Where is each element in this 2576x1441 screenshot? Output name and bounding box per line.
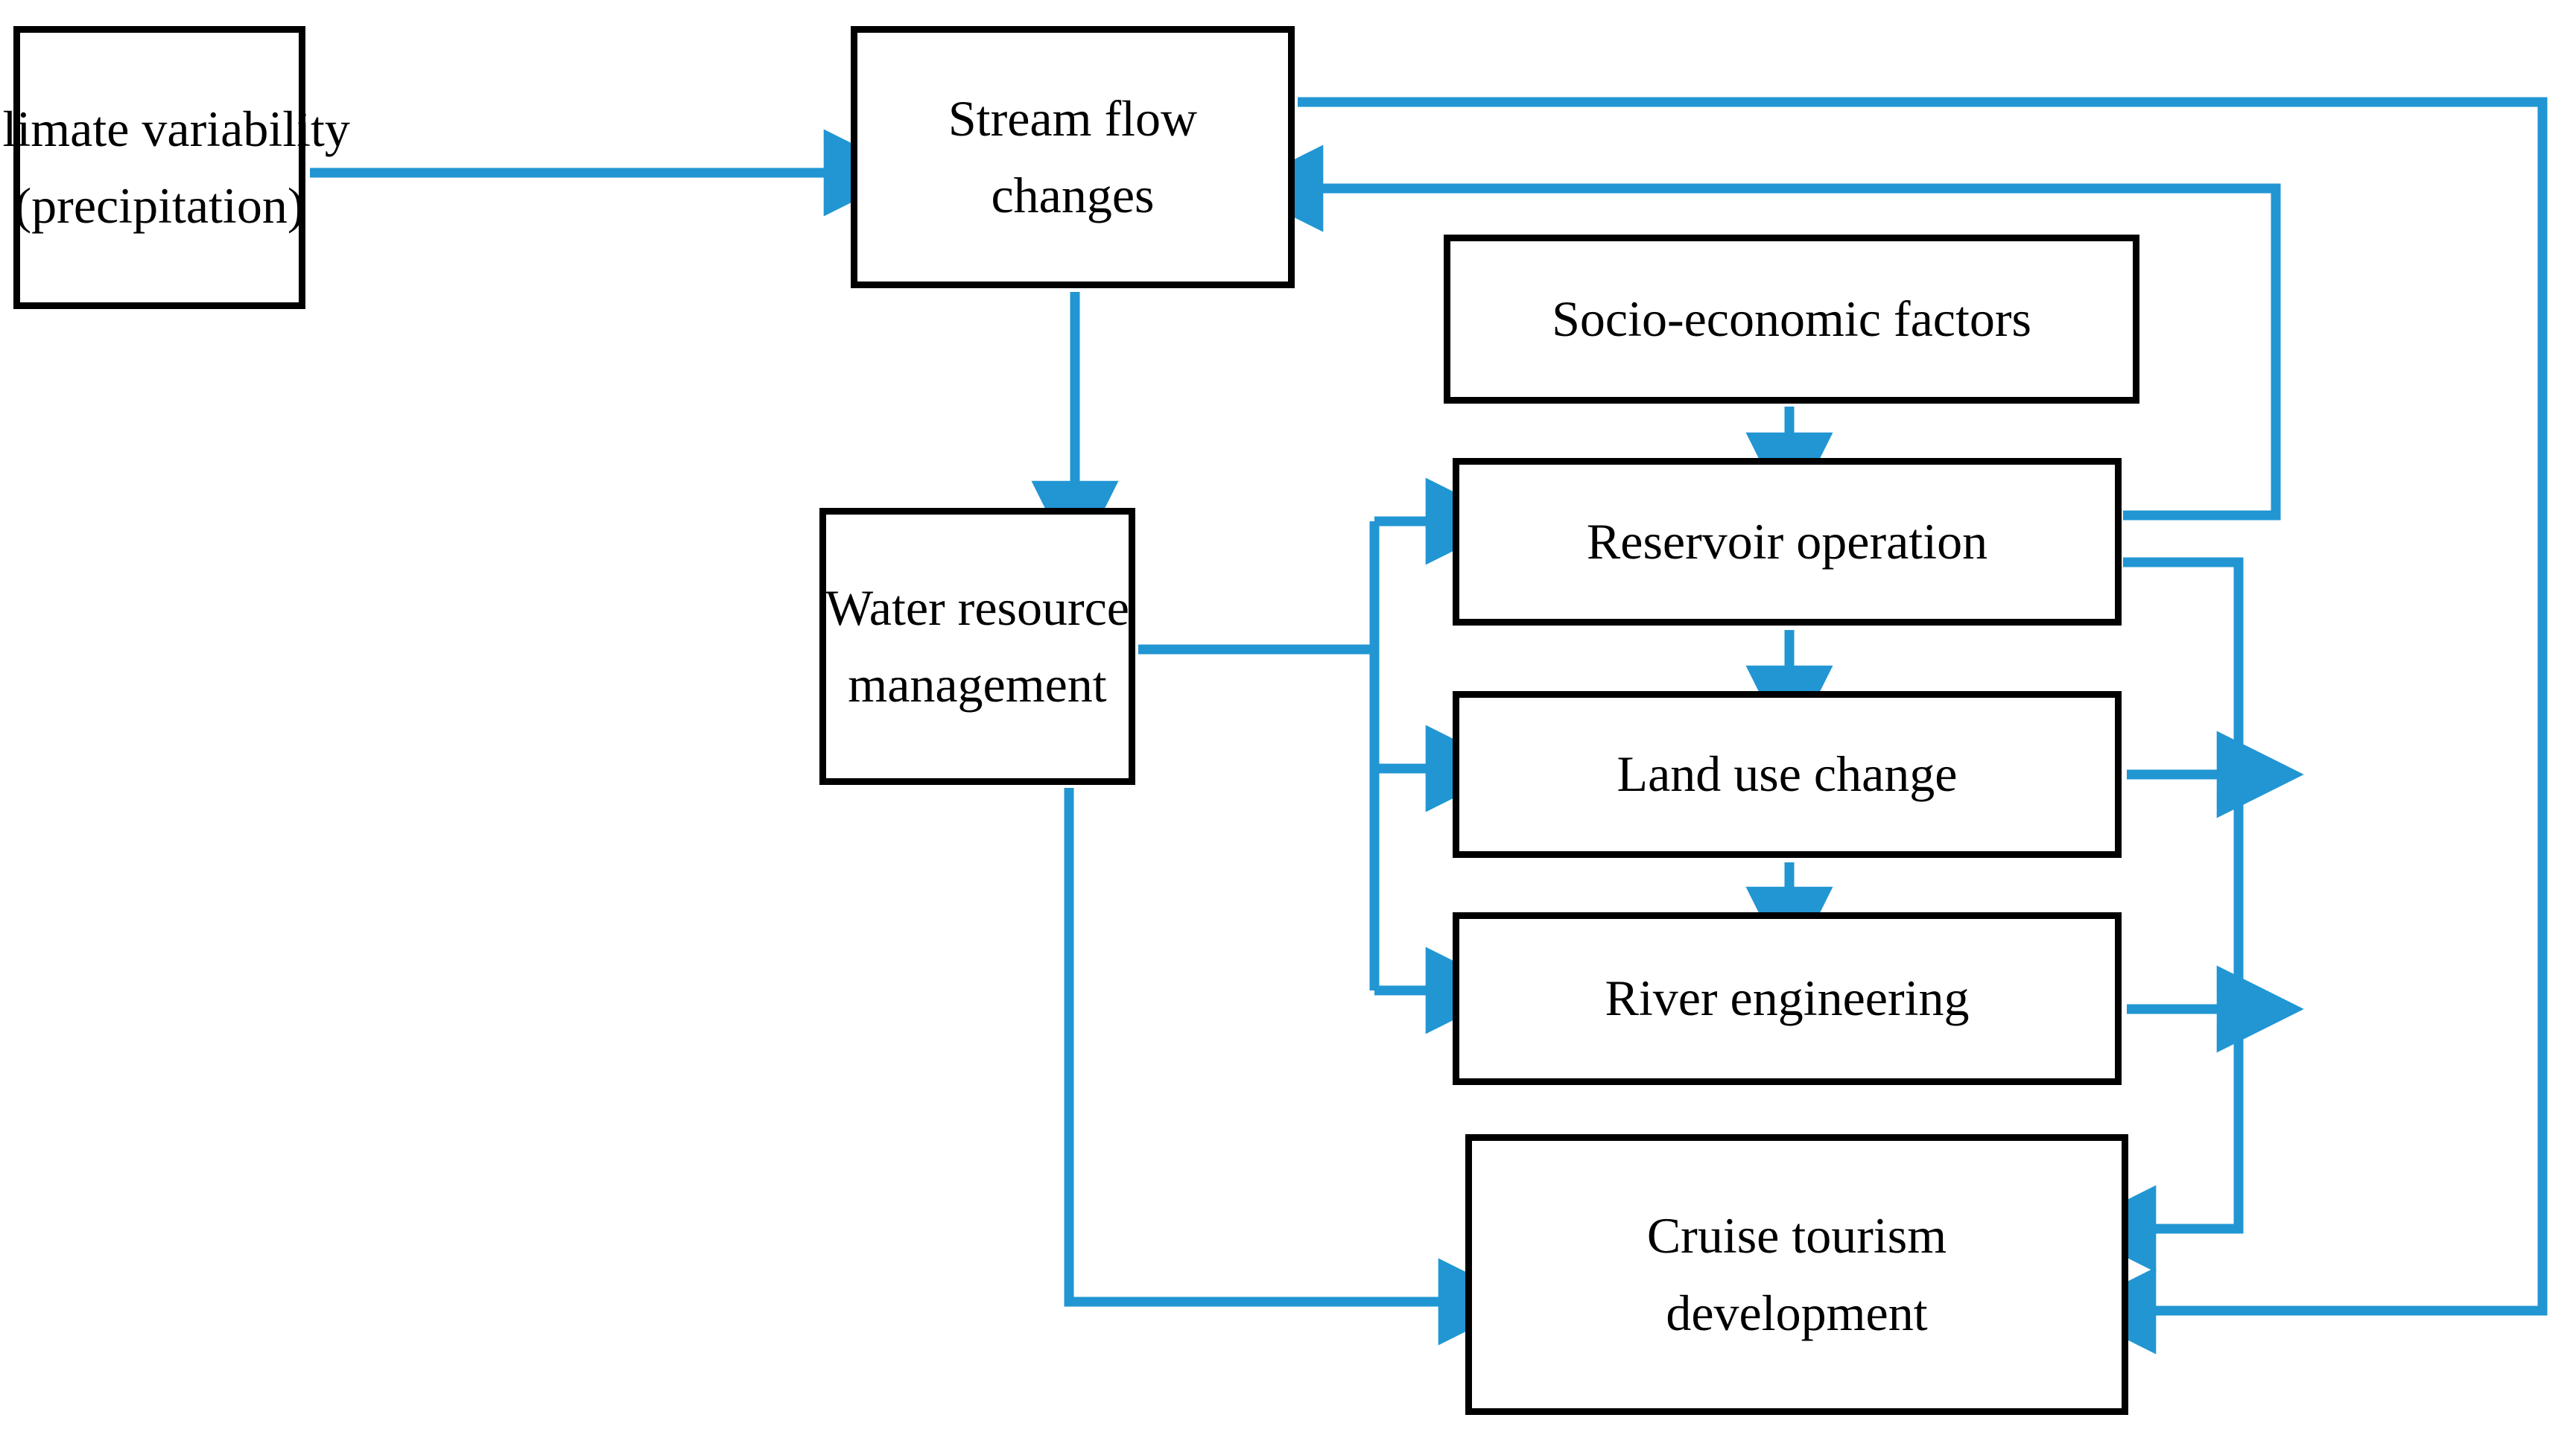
node-river-engineering[interactable]: River engineering <box>1453 912 2122 1085</box>
node-socio-economic-factors[interactable]: Socio-economic factors <box>1444 235 2139 404</box>
node-label-line: River engineering <box>1605 970 1970 1027</box>
node-label-line: Water resource <box>825 579 1129 636</box>
node-land-use-change[interactable]: Land use change <box>1453 691 2122 858</box>
node-cruise-tourism-development[interactable]: Cruise tourism development <box>1465 1134 2128 1415</box>
node-climate-variability[interactable]: Climate variability (precipitation) <box>0 26 350 309</box>
edge-reservoir-to-streamflow <box>1236 144 2281 521</box>
node-water-resource-management[interactable]: Water resource management <box>819 508 1135 785</box>
node-label-line: Land use change <box>1617 745 1958 803</box>
node-label-line: Reservoir operation <box>1586 512 1988 570</box>
node-label-line: (precipitation) <box>14 177 305 234</box>
node-label-line: Stream flow <box>948 89 1198 147</box>
edge-water-to-cruise <box>1064 788 1526 1346</box>
node-label-line: management <box>848 656 1107 713</box>
node-label-line: development <box>1666 1284 1928 1341</box>
node-stream-flow-changes[interactable]: Stream flow changes <box>851 26 1295 288</box>
node-reservoir-operation[interactable]: Reservoir operation <box>1453 458 2122 626</box>
node-label-line: Climate variability <box>0 100 350 157</box>
edge-streamflow-to-cruise <box>1298 97 2548 1355</box>
node-label-line: changes <box>991 167 1155 223</box>
node-label-line: Cruise tourism <box>1646 1207 1947 1265</box>
node-label-line: Socio-economic factors <box>1552 290 2031 347</box>
edge-reservoir-to-cruise <box>2069 557 2244 1273</box>
